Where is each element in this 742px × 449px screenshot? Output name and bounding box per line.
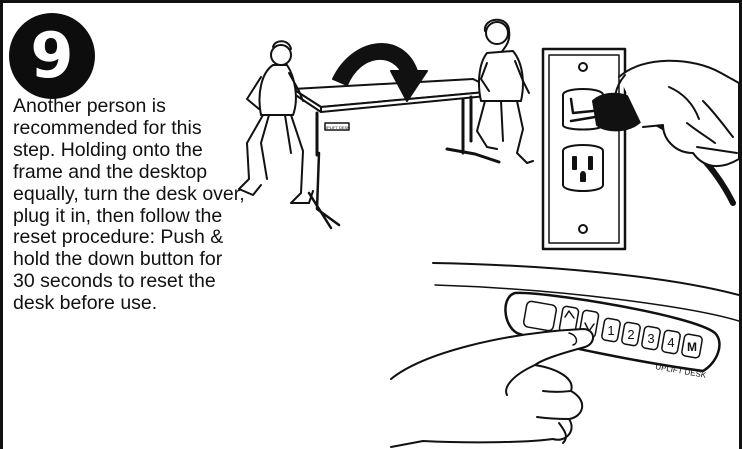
desk-frame-label: UPLIFT DESK (324, 125, 350, 130)
keypad-key-4-label: 4 (667, 335, 674, 350)
keypad-key-m-label: M (687, 340, 697, 354)
keypad-key-4[interactable]: 4 (661, 330, 681, 354)
keypad-key-1-label: 1 (607, 323, 614, 338)
keypad-key-3-label: 3 (647, 331, 654, 346)
keypad-key-m[interactable]: M (681, 334, 703, 359)
desk-flip-scene: UPLIFT DESK (239, 20, 533, 228)
right-person-figure (477, 20, 533, 163)
illustration: UPLIFT DESK (3, 3, 739, 449)
keypad-key-3[interactable]: 3 (641, 326, 661, 350)
keypad-scene: 1 2 3 4 M UPLIFT DESK (391, 263, 739, 447)
keypad-key-2-label: 2 (627, 327, 634, 342)
left-person-figure (239, 41, 313, 203)
wall-outlet-scene (543, 49, 739, 249)
hand-pressing-key (391, 329, 593, 447)
keypad-key-2[interactable]: 2 (621, 322, 641, 346)
keypad-key-1[interactable]: 1 (601, 318, 621, 342)
